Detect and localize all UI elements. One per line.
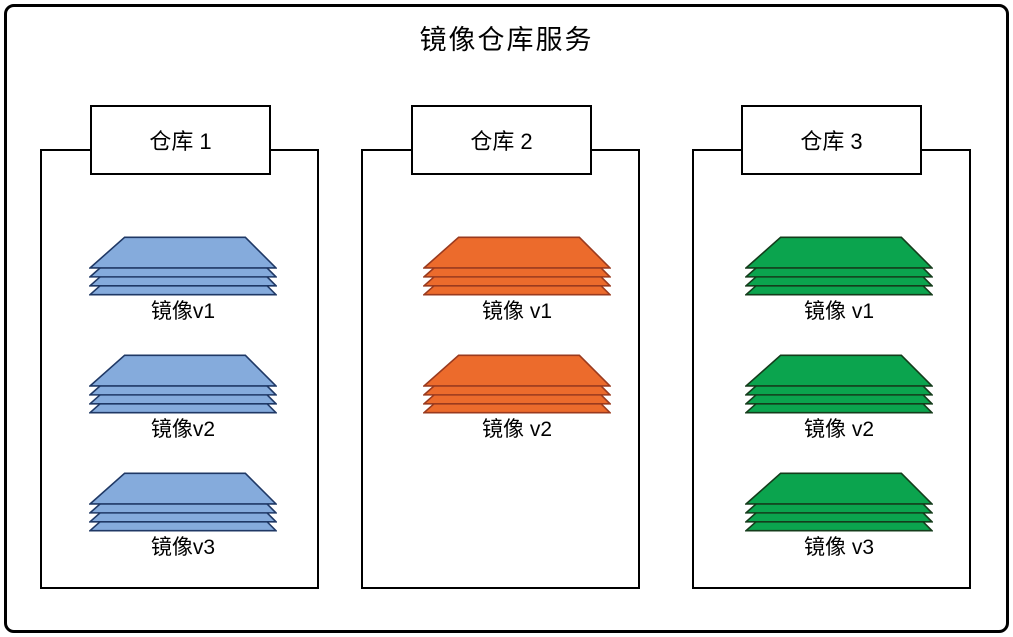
image-layers-icon <box>89 354 277 414</box>
repo-box-3: 镜像 v1 镜像 v2 镜像 v3 <box>692 149 971 589</box>
image-label: 镜像 v2 <box>803 418 874 441</box>
image-label: 镜像 v2 <box>481 418 552 441</box>
image-layers-icon <box>423 354 611 414</box>
repo-header-1: 仓库 1 <box>90 105 271 175</box>
image-layers-icon <box>89 236 277 296</box>
repo-header-2: 仓库 2 <box>411 105 592 175</box>
image-label: 镜像 v1 <box>481 300 552 323</box>
image-label: 镜像 v1 <box>803 300 874 323</box>
repo-box-2: 镜像 v1 镜像 v2 <box>361 149 640 589</box>
repo-box-1: 镜像v1 镜像v2 镜像v3 <box>40 149 319 589</box>
image-layers-icon <box>745 472 933 532</box>
image-label: 镜像v1 <box>150 300 216 323</box>
image-layers-icon <box>745 354 933 414</box>
image-layers-icon <box>423 236 611 296</box>
image-label: 镜像v2 <box>150 418 216 441</box>
repo-header-3: 仓库 3 <box>741 105 922 175</box>
diagram-title: 镜像仓库服务 <box>419 25 594 55</box>
image-label: 镜像v3 <box>150 536 216 559</box>
image-layers-icon <box>745 236 933 296</box>
image-label: 镜像 v3 <box>803 536 874 559</box>
image-layers-icon <box>89 472 277 532</box>
